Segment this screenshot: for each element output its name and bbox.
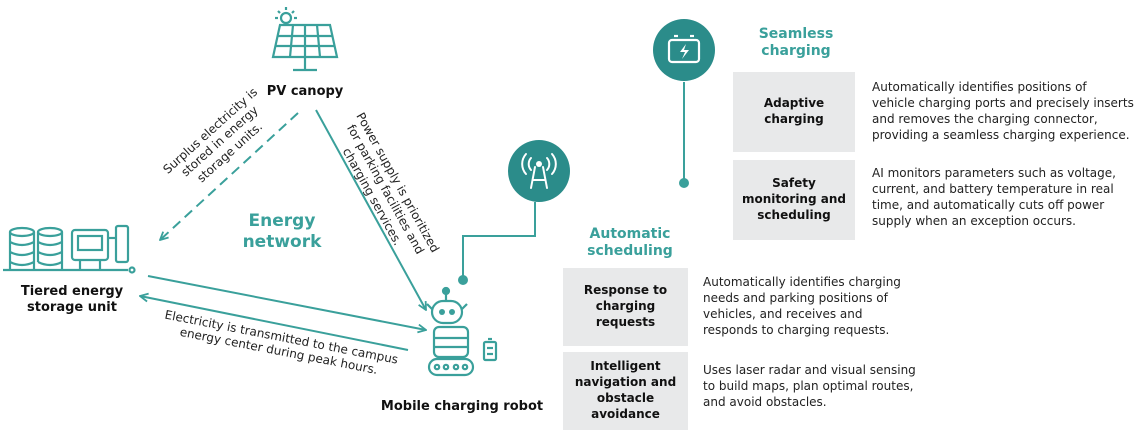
storage-label-line2: storage unit <box>27 299 117 315</box>
description-line: current, and battery temperature in real <box>872 181 1114 196</box>
feature-name-line: requests <box>595 314 656 329</box>
feature-name-line: Safety <box>772 176 816 191</box>
energy-network-label: Energy network <box>232 211 332 252</box>
description-line: and avoid obstacles. <box>703 394 827 409</box>
signal-tower-icon <box>508 140 570 202</box>
arrow-robot-to-storage <box>140 296 409 351</box>
robot-icon <box>426 286 498 377</box>
feature-name-line: navigation and <box>574 375 677 390</box>
robot-label: Mobile charging robot <box>380 399 544 414</box>
feature-safety-monitoring: Safety monitoring and scheduling <box>733 160 855 240</box>
energy-network-line1: Energy <box>248 211 316 231</box>
description-line: needs and parking positions of <box>703 290 888 305</box>
seamless-title-line: Seamless <box>758 26 834 42</box>
energy-storage-icon <box>3 224 136 274</box>
feature-intelligent-navigation: Intelligent navigation and obstacle avoi… <box>563 352 688 430</box>
description-line: to build maps, plan optimal routes, <box>703 378 914 393</box>
seamless-connector <box>679 82 689 188</box>
description-line: vehicle charging ports and precisely ins… <box>872 95 1134 110</box>
feature-name-line: scheduling <box>757 207 831 222</box>
scheduling-title-line: Automatic <box>589 226 671 242</box>
scheduling-title-line: scheduling <box>587 243 673 260</box>
safety-monitoring-description: AI monitors parameters such as voltage, … <box>872 166 1142 230</box>
arrow-storage-to-robot <box>147 275 426 330</box>
feature-response-to-requests: Response to charging requests <box>563 268 688 346</box>
feature-name-line: Response to <box>583 283 668 298</box>
energy-network-line2: network <box>242 231 322 252</box>
arrow-pv-to-robot <box>315 109 426 310</box>
solar-panel-icon <box>271 7 339 72</box>
adaptive-charging-description: Automatically identifies positions of ve… <box>872 80 1142 144</box>
automatic-scheduling-title: Automatic scheduling <box>565 226 695 260</box>
description-line: Automatically identifies positions of <box>872 80 1087 94</box>
description-line: providing a seamless charging experience… <box>872 127 1130 142</box>
storage-label: Tiered energy storage unit <box>2 284 142 315</box>
feature-name-line: Intelligent <box>590 359 661 374</box>
description-line: Uses laser radar and visual sensing <box>703 363 916 377</box>
feature-name-line: monitoring and <box>742 192 846 207</box>
feature-name-line: avoidance <box>591 406 660 421</box>
seamless-title-line: charging <box>761 43 831 60</box>
description-line: and removes the charging connector, <box>872 111 1098 126</box>
battery-charging-icon <box>653 19 715 81</box>
pv-canopy-label: PV canopy <box>266 84 344 99</box>
seamless-charging-title: Seamless charging <box>741 26 851 60</box>
description-line: responds to charging requests. <box>703 322 890 337</box>
description-line: vehicles, and receives and <box>703 306 863 321</box>
response-description: Automatically identifies charging needs … <box>703 275 943 339</box>
feature-name-line: charging <box>764 112 824 126</box>
navigation-description: Uses laser radar and visual sensing to b… <box>703 363 943 411</box>
scheduling-connector <box>458 202 536 285</box>
description-line: AI monitors parameters such as voltage, <box>872 166 1116 180</box>
description-line: Automatically identifies charging <box>703 275 901 289</box>
feature-adaptive-charging: Adaptive charging <box>733 72 855 152</box>
feature-name-line: charging <box>595 299 656 314</box>
feature-name-line: Adaptive <box>763 96 825 111</box>
description-line: time, and automatically cuts off power <box>872 197 1105 212</box>
description-line: supply when an exception occurs. <box>872 213 1076 228</box>
feature-name-line: obstacle <box>596 391 655 405</box>
storage-label-line1: Tiered energy <box>20 284 124 299</box>
